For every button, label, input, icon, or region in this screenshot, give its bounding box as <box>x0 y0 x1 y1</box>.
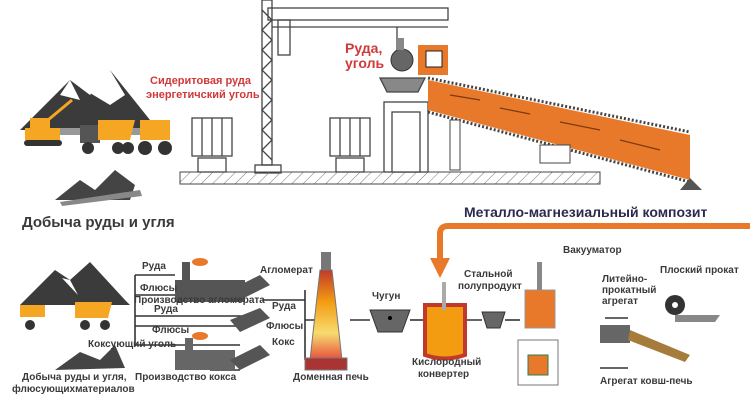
ore-pile-icon <box>55 170 142 206</box>
label-fluxes-1: Флюсы <box>140 283 178 294</box>
steel-ladle-icon <box>481 311 506 329</box>
label-ladle-furnace: Агрегат ковш-печь <box>600 376 693 387</box>
feed-chute-icon <box>418 45 448 75</box>
label-mining-bottom-1: Добыча руды и угля, <box>22 372 127 383</box>
casting-rolling-unit-icon <box>600 325 690 362</box>
crusher-hopper-icon <box>378 77 429 173</box>
label-mining-bottom-2: флюсующихматериалов <box>12 384 135 395</box>
label-coking-coal: Коксующий уголь <box>88 339 177 350</box>
ore-pile-bottom-icon <box>55 345 125 370</box>
label-steel-semi-2: полупродукт <box>458 281 522 292</box>
label-composite: Металло-магнезиальный композит <box>464 204 708 220</box>
composite-feed-arrow <box>430 223 750 278</box>
oxygen-converter-icon <box>423 282 467 361</box>
ground-hatched <box>179 171 601 185</box>
label-blast-furnace: Доменная печь <box>293 372 369 383</box>
steel-coil-icon <box>665 295 720 322</box>
dump-truck-icon <box>80 120 135 154</box>
rail-car-left-icon <box>191 117 233 173</box>
label-ore-2: Руда <box>154 304 178 315</box>
label-sinter-production: Производство агломерата <box>134 295 265 306</box>
label-ore-coal-mining: Добыча руды и угля <box>22 214 175 231</box>
label-ore-coal-2: уголь <box>345 55 385 71</box>
label-flat-rolled: Плоский прокат <box>660 265 739 276</box>
label-casting-rolling-1: Литейно- <box>602 274 648 285</box>
label-coke-production: Производство кокса <box>135 372 237 383</box>
output-pile-icon <box>680 178 702 190</box>
label-fluxes-2: Флюсы <box>152 325 190 336</box>
label-oxygen-converter-1: Кислородный <box>412 357 482 368</box>
conveyor-ore-icons <box>230 275 270 370</box>
label-casting-rolling-3: агрегат <box>602 296 639 307</box>
gantry-crane-icon <box>254 0 449 174</box>
excavator-icon <box>24 98 73 146</box>
vacuumator-icon <box>524 262 556 329</box>
loader-icon <box>138 120 172 155</box>
ladle-furnace-icon <box>517 339 559 386</box>
coke-plant-icon <box>175 332 235 370</box>
label-steel-semi-1: Стальной <box>464 269 513 280</box>
label-vacuumator: Вакууматор <box>563 245 622 256</box>
mining-mountain-small-icon <box>20 262 130 330</box>
rail-car-right-icon <box>329 117 371 173</box>
label-ore-1: Руда <box>142 261 166 272</box>
label-agglomerate: Агломерат <box>260 265 313 276</box>
label-oxygen-converter-2: конвертер <box>418 369 470 380</box>
sinter-plant-icon <box>175 258 245 302</box>
inclined-conveyor-icon <box>427 76 691 184</box>
label-ore-coal-1: Руда, <box>345 40 383 56</box>
pig-iron-ladle-icon <box>369 309 411 333</box>
blast-furnace-icon <box>304 252 348 371</box>
label-ore-3: Руда <box>272 301 296 312</box>
label-pig-iron: Чугун <box>372 291 401 302</box>
label-casting-rolling-2: прокатный <box>602 285 657 296</box>
label-fluxes-3: Флюсы <box>266 321 304 332</box>
label-siderite-ore: Сидеритовая руда <box>150 75 251 87</box>
label-coke: Кокс <box>272 337 295 348</box>
grab-bucket-icon <box>390 38 414 72</box>
label-energy-coal: энергетичский уголь <box>146 89 260 101</box>
